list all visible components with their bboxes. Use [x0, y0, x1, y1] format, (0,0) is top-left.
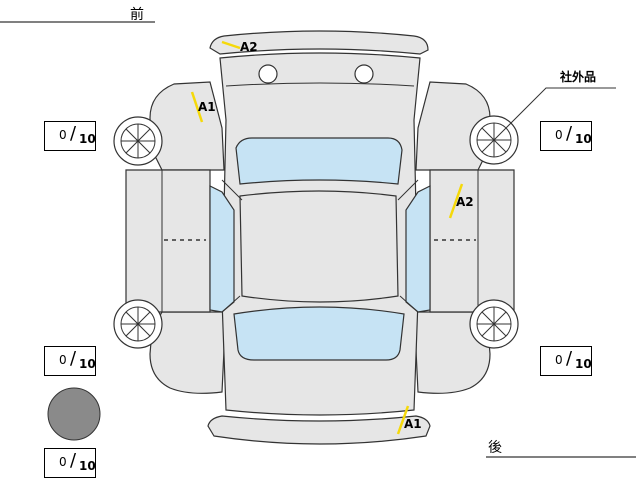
damage-marker-rear-bumper: [396, 405, 410, 435]
tire-gauge-front-right: 0 / 10: [540, 121, 592, 151]
tire-gauge-max: 10: [79, 132, 96, 146]
tire-gauge-value: 0: [59, 353, 67, 367]
damage-marker-left-fender: [190, 91, 204, 123]
rear-bumper: [207, 415, 431, 445]
spare-tire-icon: [47, 387, 101, 441]
tire-gauge-slash: /: [566, 348, 573, 369]
tire-gauge-slash: /: [70, 348, 77, 369]
windshield: [235, 137, 403, 185]
wheel-front-left: [113, 116, 163, 166]
tire-gauge-slash: /: [70, 123, 77, 144]
damage-code-left-fender: A1: [198, 100, 216, 114]
tire-gauge-max: 10: [79, 357, 96, 371]
front-direction-label: 前: [130, 7, 144, 23]
tire-gauge-rear-left: 0 / 10: [44, 346, 96, 376]
tire-gauge-slash: /: [566, 123, 573, 144]
wheel-rear-right: [469, 299, 519, 349]
tire-gauge-front-left: 0 / 10: [44, 121, 96, 151]
tire-gauge-value: 0: [555, 353, 563, 367]
damage-marker-right-door: [448, 183, 464, 219]
wheel-front-right: [469, 115, 519, 165]
right-side-window: [405, 185, 431, 313]
rear-window: [233, 306, 405, 361]
tire-gauge-value: 0: [59, 128, 67, 142]
wheel-rear-left: [113, 299, 163, 349]
tire-gauge-max: 10: [79, 459, 96, 473]
left-front-fender: [149, 81, 225, 171]
tire-gauge-rear-right: 0 / 10: [540, 346, 592, 376]
roof: [239, 190, 399, 303]
left-a-pillar: [221, 179, 243, 201]
damage-code-front-bumper: A2: [240, 40, 258, 54]
hood: [225, 82, 415, 87]
front-bumper: [209, 30, 429, 55]
right-c-pillar: [399, 295, 419, 313]
left-side-window: [209, 185, 235, 313]
left-c-pillar: [221, 295, 241, 313]
rear-direction-label: 後: [488, 440, 502, 456]
brand-leader-line: [505, 87, 616, 129]
right-headlamp: [354, 64, 374, 84]
right-side-doors: [429, 169, 515, 313]
damage-marker-front-bumper: [221, 40, 241, 50]
left-side-doors: [125, 169, 211, 313]
tire-gauge-value: 0: [555, 128, 563, 142]
tire-gauge-value: 0: [59, 455, 67, 469]
aftermarket-parts-label: 社外品: [560, 70, 597, 84]
damage-code-right-door: A2: [456, 195, 474, 209]
right-a-pillar: [397, 179, 419, 201]
left-headlamp: [258, 64, 278, 84]
tire-gauge-max: 10: [575, 132, 592, 146]
tire-gauge-slash: /: [70, 450, 77, 471]
damage-code-rear-bumper: A1: [404, 417, 422, 431]
tire-gauge-spare: 0 / 10: [44, 448, 96, 478]
left-rear-fender: [149, 311, 225, 394]
tire-gauge-max: 10: [575, 357, 592, 371]
